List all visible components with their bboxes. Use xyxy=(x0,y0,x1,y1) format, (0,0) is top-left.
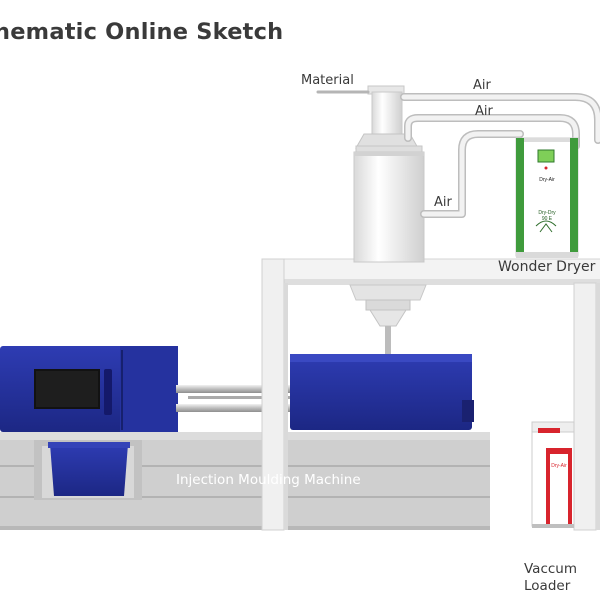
clamp-unit xyxy=(290,354,474,430)
wonder-dryer-label: Wonder Dryer xyxy=(498,259,596,275)
vacuum-loader-unit xyxy=(531,421,575,528)
loader-brand-text: Dry-Air xyxy=(551,463,567,469)
collection-bin xyxy=(48,442,130,496)
support-frame xyxy=(261,258,600,531)
dryer-brand-text: Dry-Air xyxy=(539,177,555,183)
air-pipes xyxy=(316,90,600,218)
loader-label-line1: Vaccum xyxy=(524,561,578,577)
air-label-top: Air xyxy=(473,78,491,93)
machine-label: Injection Moulding Machine xyxy=(176,472,361,488)
wonder-dryer-unit xyxy=(515,137,579,258)
dryer-model-sub-text: 90 E xyxy=(542,216,553,222)
tie-bars xyxy=(176,385,294,412)
dryer-model-text: Dry-Dry xyxy=(538,210,556,216)
air-label-middle: Air xyxy=(475,104,493,119)
page-title: hematic Online Sketch xyxy=(0,19,284,45)
hopper-tank xyxy=(349,85,427,354)
loader-label-line2: Loader xyxy=(524,578,571,594)
material-label: Material xyxy=(301,73,354,88)
injection-unit xyxy=(0,346,178,432)
air-label-lower: Air xyxy=(434,195,452,210)
